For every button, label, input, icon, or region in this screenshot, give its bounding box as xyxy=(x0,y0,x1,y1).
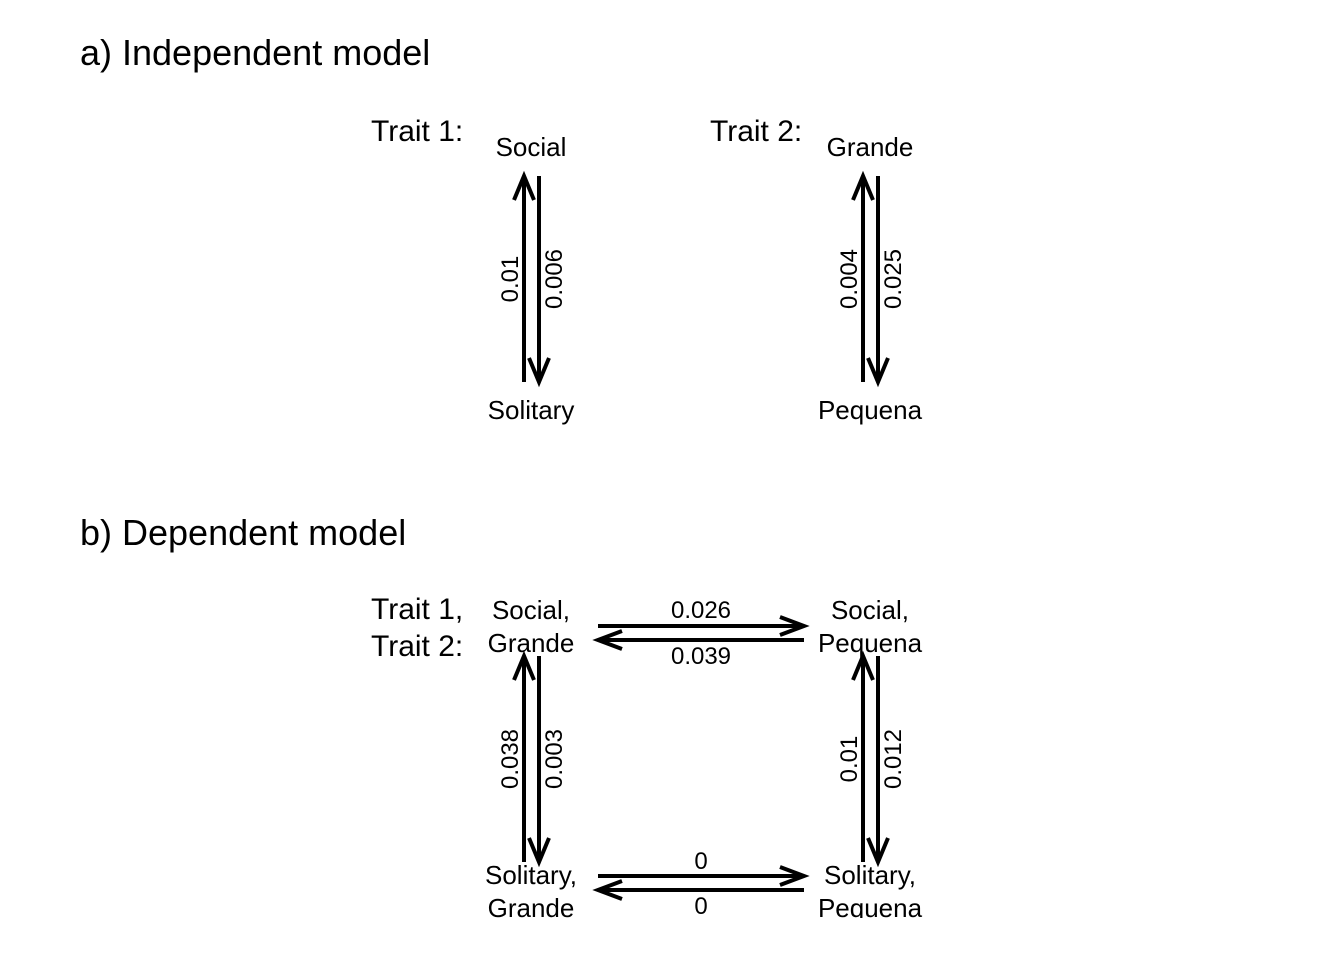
state-solitary-grande: Solitary, Grande xyxy=(451,859,611,918)
state-social: Social xyxy=(495,132,567,162)
rate-solp-to-sp: 0.01 xyxy=(836,735,863,783)
arrowhead xyxy=(866,357,890,388)
arrowhead xyxy=(592,879,623,901)
rate-solg-to-solp: 0 xyxy=(694,848,708,875)
state-solitary-pequena: Solitary, Pequena xyxy=(790,859,950,918)
state-line: Grande xyxy=(487,628,575,658)
arrowhead xyxy=(851,650,875,681)
trait-labels: Trait 1, Trait 2: xyxy=(360,597,480,669)
rate-solitary-to-social: 0.01 xyxy=(497,255,524,303)
state-line: Pequena xyxy=(817,893,923,918)
state-line: Pequena xyxy=(817,628,923,658)
trait1-label-b: Trait 1, xyxy=(371,597,464,626)
arrowhead xyxy=(851,170,875,201)
arrowhead xyxy=(779,615,810,637)
arrowhead xyxy=(866,837,890,868)
trait2-label: Trait 2: xyxy=(710,115,803,148)
panel-a-title: a) Independent model xyxy=(80,32,431,73)
rate-pequena-to-grande: 0.004 xyxy=(836,248,863,310)
state-pequena: Pequena xyxy=(817,395,923,425)
state-social-pequena: Social, Pequena xyxy=(790,594,950,660)
state-line: Solitary, xyxy=(485,860,577,890)
state-line: Grande xyxy=(487,893,575,918)
state-grande: Grande xyxy=(826,132,914,162)
state-solitary: Solitary xyxy=(487,395,575,425)
arrowhead xyxy=(592,629,623,651)
rate-solp-to-solg: 0 xyxy=(694,893,708,920)
rate-sp-to-solp: 0.012 xyxy=(880,728,907,790)
trait2-label-b: Trait 2: xyxy=(371,630,464,663)
rate-sg-to-solg: 0.003 xyxy=(541,728,568,790)
trait1-label: Trait 1: xyxy=(371,115,464,148)
arrowhead xyxy=(779,865,810,887)
panel-b-title: b) Dependent model xyxy=(80,512,407,553)
arrowhead xyxy=(527,837,551,868)
state-social-grande: Social, Grande xyxy=(451,594,611,660)
state-line: Solitary, xyxy=(824,860,916,890)
rate-sg-to-sp: 0.026 xyxy=(670,597,732,624)
rate-solg-to-sg: 0.038 xyxy=(497,728,524,790)
arrowhead xyxy=(512,650,536,681)
arrowhead xyxy=(527,357,551,388)
state-line: Social, xyxy=(491,595,571,625)
arrowhead xyxy=(512,170,536,201)
rate-sp-to-sg: 0.039 xyxy=(670,643,732,670)
rate-social-to-solitary: 0.006 xyxy=(541,248,568,310)
state-line: Social, xyxy=(830,595,910,625)
rate-grande-to-pequena: 0.025 xyxy=(880,248,907,310)
